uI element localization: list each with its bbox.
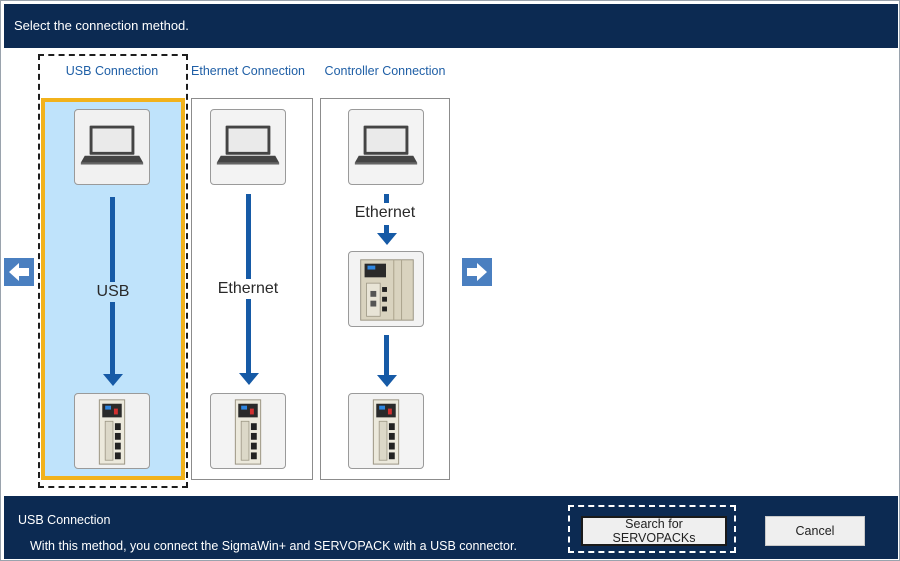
tab-ethernet-connection[interactable]: Ethernet Connection (191, 64, 305, 78)
controller-icon (349, 252, 423, 326)
arrow-down-icon (103, 374, 123, 386)
medium-label-usb: USB (93, 282, 133, 302)
arrow-down-icon (377, 375, 397, 387)
medium-label-ethernet: Ethernet (345, 203, 425, 223)
tab-usb-connection[interactable]: USB Connection (65, 64, 159, 78)
pc-device (348, 109, 424, 185)
medium-label-ethernet: Ethernet (208, 279, 288, 299)
servopack-device (210, 393, 286, 469)
panel-ethernet-connection[interactable]: Ethernet (191, 98, 313, 480)
footer-description: With this method, you connect the SigmaW… (30, 539, 517, 553)
header-title: Select the connection method. (14, 18, 189, 33)
pc-device (74, 109, 150, 185)
footer-title: USB Connection (18, 513, 111, 527)
dialog-footer: USB Connection With this method, you con… (4, 496, 898, 559)
laptop-icon (211, 110, 285, 184)
tab-controller-connection[interactable]: Controller Connection (324, 64, 446, 78)
pc-device (210, 109, 286, 185)
laptop-icon (349, 110, 423, 184)
servopack-device (348, 393, 424, 469)
controller-device (348, 251, 424, 327)
connection-line (384, 335, 389, 375)
scroll-left-button[interactable] (4, 258, 34, 286)
arrow-left-icon (9, 263, 29, 281)
arrow-down-icon (239, 373, 259, 385)
search-servopacks-button[interactable]: Search for SERVOPACKs (581, 516, 727, 546)
arrow-right-icon (467, 263, 487, 281)
scroll-right-button[interactable] (462, 258, 492, 286)
cancel-button[interactable]: Cancel (765, 516, 865, 546)
servopack-device (74, 393, 150, 469)
search-button-outline (568, 505, 736, 553)
panel-usb-connection[interactable]: USB (41, 98, 185, 480)
servopack-icon (349, 394, 423, 468)
servopack-icon (211, 394, 285, 468)
connection-line (384, 225, 389, 236)
panel-controller-connection[interactable]: Ethernet (320, 98, 450, 480)
arrow-down-icon (377, 233, 397, 245)
selection-outline (38, 54, 188, 488)
dialog-header: Select the connection method. (4, 4, 898, 48)
